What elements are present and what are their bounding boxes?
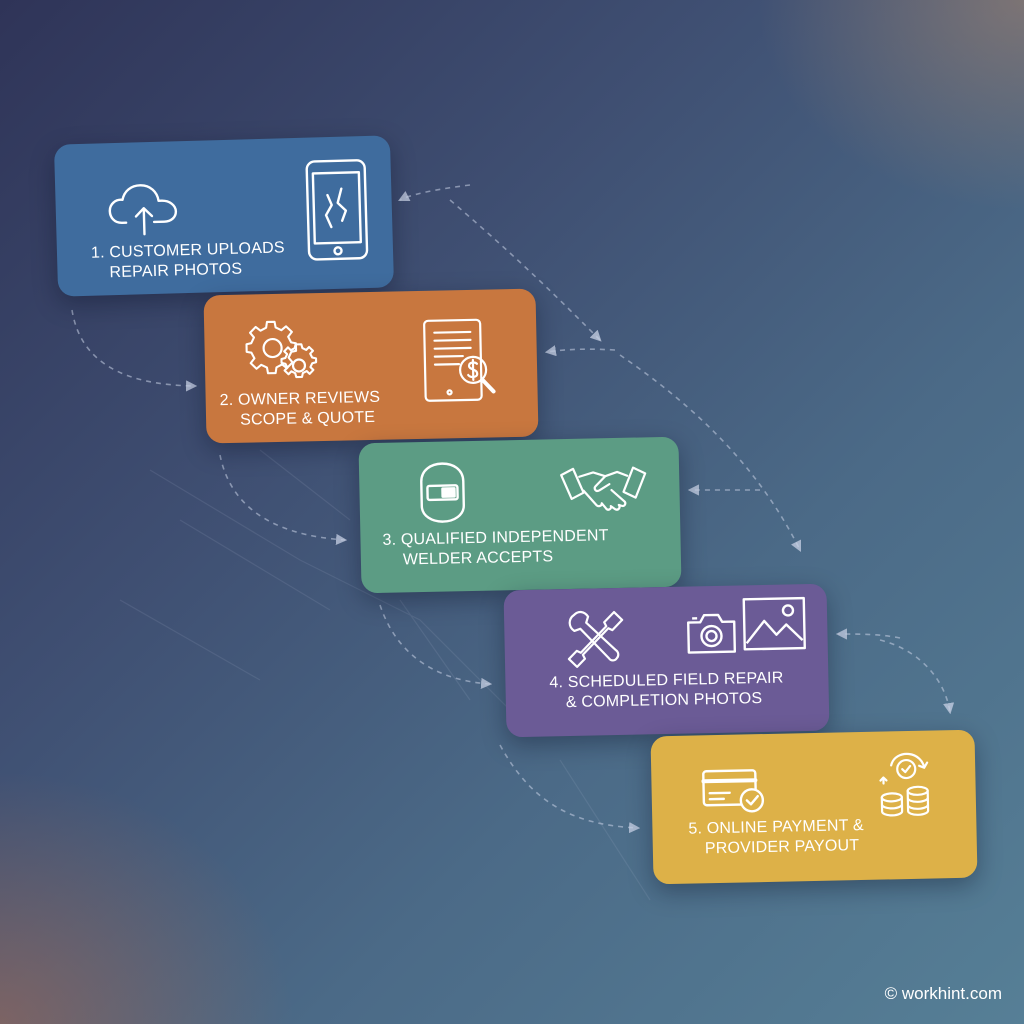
connector-2-3 [219,454,348,545]
step-5-label: 5. ONLINE PAYMENT & PROVIDER PAYOUT [688,816,864,860]
step-card-5: 5. ONLINE PAYMENT & PROVIDER PAYOUT [650,729,978,885]
tools-icon [564,610,627,671]
connector-right-1 [397,184,471,202]
camera-icon [686,612,737,655]
step-card-3: 3. QUALIFIED INDEPENDENT WELDER ACCEPTS [358,436,682,594]
step-3-label: 3. QUALIFIED INDEPENDENT WELDER ACCEPTS [382,526,609,571]
credit-card-check-icon [701,768,766,815]
step-1-label: 1. CUSTOMER UPLOADS REPAIR PHOTOS [91,238,286,283]
step-3-label-line-2: WELDER ACCEPTS [402,548,554,569]
coins-payout-icon [873,752,940,823]
cloud-upload-icon [107,179,181,237]
image-icon [742,596,807,651]
watermark: © workhint.com [884,984,1002,1003]
step-2-label: 2. OWNER REVIEWS SCOPE & QUOTE [219,388,381,431]
handshake-icon [559,463,648,525]
step-card-2: 2. OWNER REVIEWS SCOPE & QUOTE [203,288,539,444]
gears-icon [245,320,319,384]
step-card-1: 1. CUSTOMER UPLOADS REPAIR PHOTOS [53,135,395,297]
connector-diag-4 [879,639,955,715]
connector-3-4 [379,604,493,689]
step-2-label-line-2: SCOPE & QUOTE [239,408,376,429]
connector-right-2 [544,345,616,357]
step-1-label-line-2: REPAIR PHOTOS [109,260,243,282]
quote-document-icon [422,317,508,405]
step-card-4: 4. SCHEDULED FIELD REPAIR & COMPLETION P… [503,583,830,738]
step-4-label: 4. SCHEDULED FIELD REPAIR & COMPLETION P… [549,669,784,714]
step-4-label-line-2: & COMPLETION PHOTOS [565,690,763,712]
connector-4-5 [499,744,641,834]
welding-helmet-icon [415,461,470,524]
step-5-label-line-2: PROVIDER PAYOUT [704,837,860,858]
connector-1-2 [71,309,198,392]
connector-right-4 [835,628,901,640]
cracked-phone-icon [304,158,369,262]
